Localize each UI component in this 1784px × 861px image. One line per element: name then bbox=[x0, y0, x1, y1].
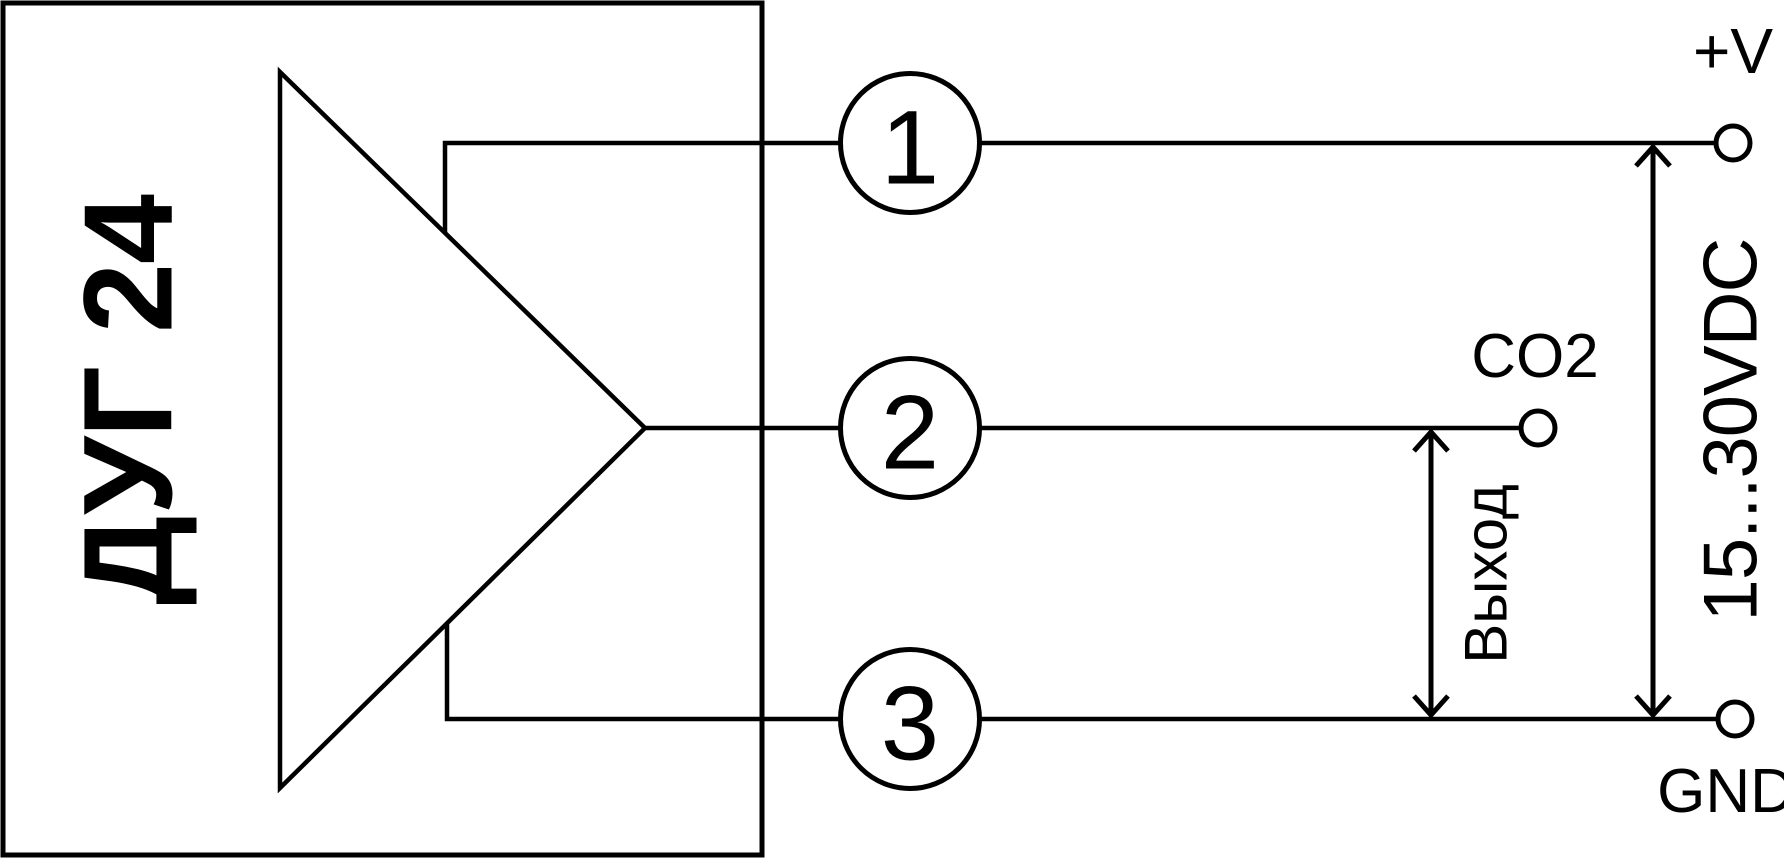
arrow-down-icon bbox=[1412, 694, 1450, 719]
device-label: ДУГ 24 bbox=[58, 194, 199, 605]
label-gnd: GND bbox=[1657, 757, 1784, 826]
terminal-plus-v bbox=[1713, 123, 1753, 163]
arrow-up-icon bbox=[1634, 143, 1672, 168]
label-plus-v: +V bbox=[1693, 15, 1773, 87]
wire-pin1-left bbox=[442, 140, 842, 233]
supply-range-label: 15...30VDC bbox=[1689, 239, 1774, 622]
pin-number-1: 1 bbox=[881, 90, 939, 207]
terminal-gnd bbox=[1715, 699, 1755, 739]
wire-pin3-left bbox=[444, 623, 842, 722]
output-label: Выход bbox=[1453, 484, 1520, 664]
pin-number-3: 3 bbox=[881, 666, 939, 783]
label-co2: CO2 bbox=[1471, 322, 1598, 391]
pin-number-2: 2 bbox=[881, 375, 939, 492]
terminal-co2 bbox=[1518, 408, 1558, 448]
arrow-up-icon bbox=[1412, 428, 1450, 453]
arrow-down-icon bbox=[1634, 694, 1672, 719]
amplifier-triangle-icon bbox=[277, 66, 649, 794]
